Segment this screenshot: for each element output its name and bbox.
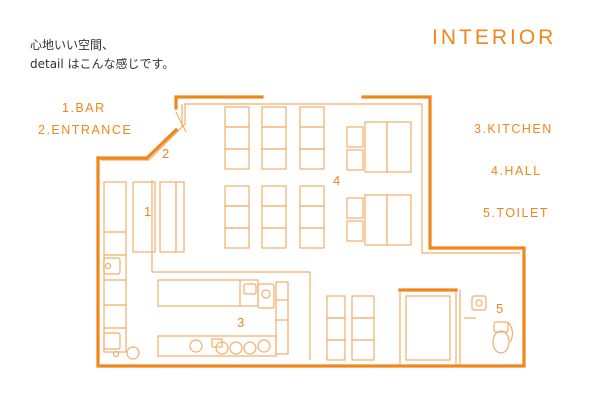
legend-toilet: 5.TOILET	[483, 206, 549, 220]
floor-plan-walls	[96, 95, 526, 368]
intro-line-1: 心地いい空間、	[30, 38, 115, 52]
left-counter	[103, 181, 127, 353]
kitchen-right-counter	[275, 281, 289, 355]
kitchen-sink	[257, 283, 275, 309]
intro-line-2: detail はこんな感じです。	[30, 57, 175, 71]
toilet-sink	[471, 295, 487, 311]
zone-label-bar: 1	[144, 204, 151, 219]
hall-tables	[224, 106, 325, 249]
zone-label-toilet: 5	[496, 301, 503, 316]
zone-label-hall: 4	[333, 173, 340, 188]
storage-closet	[405, 295, 451, 361]
entrance-door	[175, 111, 187, 133]
toilet-tank	[493, 321, 509, 333]
legend-bar: 1.BAR	[62, 101, 106, 115]
page-title: INTERIOR	[432, 26, 557, 49]
outer-wall-left	[96, 127, 179, 160]
kitchen-sink-small	[243, 283, 257, 295]
zone-label-kitchen: 3	[237, 315, 244, 330]
left-sink-2	[103, 332, 121, 350]
zone-label-entrance: 2	[162, 146, 169, 161]
lower-hall-tables	[326, 295, 375, 361]
kitchen-counter	[157, 279, 259, 307]
legend-entrance: 2.ENTRANCE	[38, 123, 133, 137]
bar-counter-edge	[175, 181, 185, 253]
kitchen-bottom-counter	[157, 335, 277, 357]
stove	[126, 346, 140, 360]
bar-cabinet	[132, 181, 156, 253]
toilet-bowl	[492, 330, 510, 354]
floor-plan-fixtures	[101, 103, 520, 366]
bar-counter	[159, 181, 177, 253]
outer-wall-main	[96, 95, 526, 368]
legend-kitchen: 3.KITCHEN	[474, 122, 553, 136]
legend-hall: 4.HALL	[491, 164, 542, 178]
outer-wall-top	[174, 95, 264, 110]
intro-text: 心地いい空間、 detail はこんな感じです。	[30, 36, 174, 74]
left-sink	[103, 257, 121, 275]
hall-inner-wall	[101, 103, 520, 254]
booth-seating	[346, 121, 412, 246]
